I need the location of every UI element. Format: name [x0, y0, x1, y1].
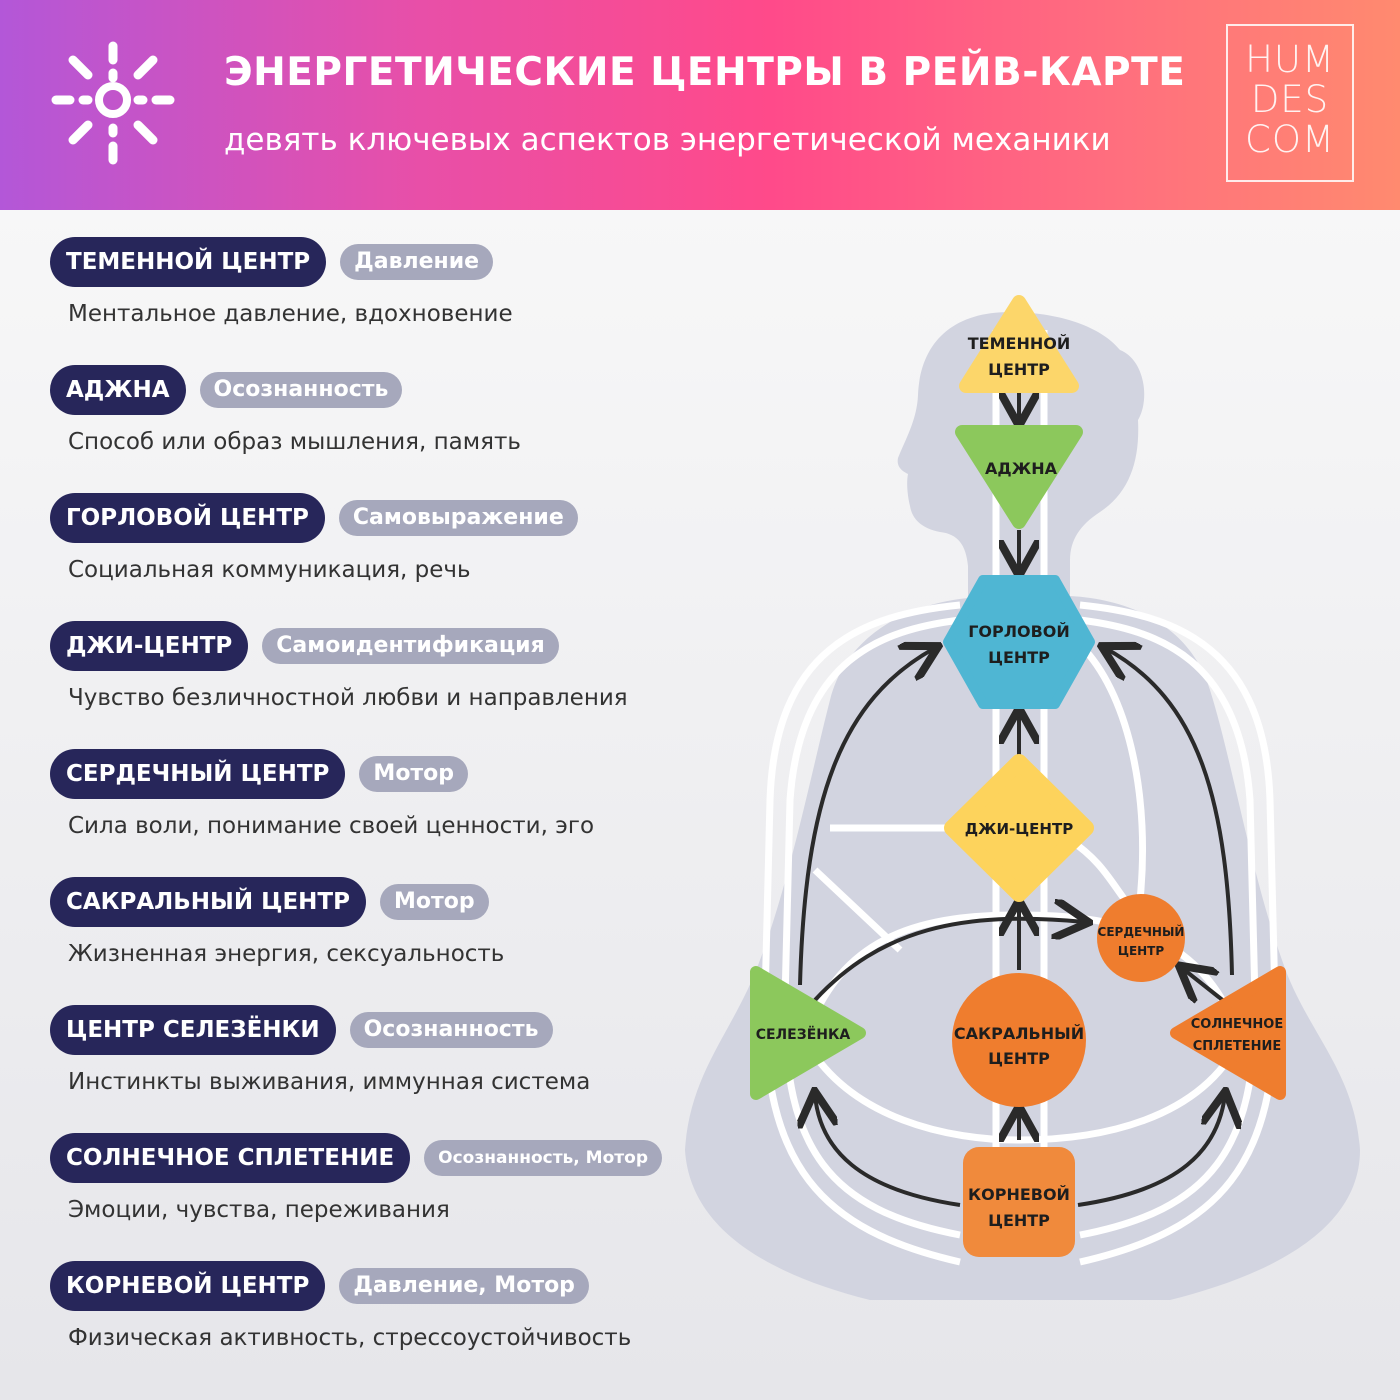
heart-center: СЕРДЕЧНЫЙ ЦЕНТР	[1097, 894, 1185, 982]
center-name: ГОРЛОВОЙ ЦЕНТР	[50, 493, 325, 543]
root-label: КОРНЕВОЙ	[968, 1185, 1070, 1204]
brand-line: DES	[1250, 78, 1330, 121]
center-name: КОРНЕВОЙ ЦЕНТР	[50, 1261, 326, 1311]
center-desc: Способ или образ мышления, память	[68, 429, 521, 455]
center-desc: Физическая активность, стрессоустойчивос…	[68, 1325, 632, 1351]
center-item-root: КОРНЕВОЙ ЦЕНТР Давление, Мотор Физическа…	[50, 1261, 631, 1351]
center-name: ДЖИ-ЦЕНТР	[50, 621, 249, 671]
center-tag: Самоидентификация	[262, 628, 559, 664]
center-item-heart: СЕРДЕЧНЫЙ ЦЕНТР Мотор Сила воли, пониман…	[50, 749, 594, 839]
center-item-throat: ГОРЛОВОЙ ЦЕНТР Самовыражение Социальная …	[50, 493, 578, 583]
heart-label: СЕРДЕЧНЫЙ	[1098, 924, 1185, 939]
center-tag: Самовыражение	[338, 500, 578, 536]
brand-line: COM	[1245, 118, 1335, 161]
solar-label: СПЛЕТЕНИЕ	[1193, 1039, 1282, 1054]
page-subtitle: девять ключевых аспектов энергетической …	[224, 122, 1111, 158]
center-desc: Эмоции, чувства, переживания	[68, 1197, 450, 1223]
head-label: ТЕМЕННОЙ	[968, 334, 1070, 353]
brand-logo: HUM DES COM	[1226, 24, 1354, 182]
head-center: ТЕМЕННОЙ ЦЕНТР	[959, 295, 1079, 393]
center-item-g: ДЖИ-ЦЕНТР Самоидентификация Чувство безл…	[50, 621, 628, 711]
g-label: ДЖИ-ЦЕНТР	[965, 820, 1073, 838]
center-desc: Сила воли, понимание своей ценности, эго	[68, 813, 595, 839]
ajna-center: АДЖНА	[955, 425, 1083, 529]
throat-label: ЦЕНТР	[988, 648, 1050, 667]
brand-line: HUM	[1245, 38, 1335, 81]
heart-label: ЦЕНТР	[1118, 944, 1165, 958]
center-tag: Осознанность, Мотор	[424, 1140, 662, 1176]
sacral-label: САКРАЛЬНЫЙ	[954, 1024, 1084, 1043]
center-desc: Социальная коммуникация, речь	[68, 557, 471, 583]
spleen-label: СЕЛЕЗЁНКА	[756, 1026, 851, 1043]
center-desc: Ментальное давление, вдохновение	[68, 301, 513, 327]
center-tag: Давление, Мотор	[339, 1268, 589, 1304]
center-desc: Инстинкты выживания, иммунная система	[68, 1069, 591, 1095]
center-item-head: ТЕМЕННОЙ ЦЕНТР Давление Ментальное давле…	[50, 237, 513, 327]
center-tag: Осознанность	[199, 372, 403, 408]
ajna-label: АДЖНА	[985, 459, 1058, 478]
center-name: ЦЕНТР СЕЛЕЗЁНКИ	[50, 1005, 336, 1055]
center-desc: Чувство безличностной любви и направлени…	[68, 685, 628, 711]
center-name: АДЖНА	[50, 365, 186, 415]
center-item-sacral: САКРАЛЬНЫЙ ЦЕНТР Мотор Жизненная энергия…	[50, 877, 504, 967]
center-name: ТЕМЕННОЙ ЦЕНТР	[50, 237, 327, 287]
root-center: КОРНЕВОЙ ЦЕНТР	[963, 1147, 1075, 1257]
solar-plexus-center: СОЛНЕЧНОЕ СПЛЕТЕНИЕ	[1170, 966, 1286, 1100]
center-tag: Мотор	[379, 884, 489, 920]
center-tag: Давление	[340, 244, 494, 280]
center-item-solar: СОЛНЕЧНОЕ СПЛЕТЕНИЕ Осознанность, Мотор …	[50, 1133, 662, 1223]
channel-arrows	[800, 390, 1232, 1207]
root-label: ЦЕНТР	[988, 1211, 1050, 1230]
sacral-label: ЦЕНТР	[988, 1049, 1050, 1068]
center-name: САКРАЛЬНЫЙ ЦЕНТР	[50, 877, 366, 927]
center-tag: Осознанность	[349, 1012, 553, 1048]
center-item-spleen: ЦЕНТР СЕЛЕЗЁНКИ Осознанность Инстинкты в…	[50, 1005, 590, 1095]
spleen-center: СЕЛЕЗЁНКА	[750, 966, 866, 1100]
head-label: ЦЕНТР	[988, 360, 1050, 379]
throat-center: ГОРЛОВОЙ ЦЕНТР	[943, 575, 1095, 709]
throat-label: ГОРЛОВОЙ	[968, 622, 1070, 641]
page-title: ЭНЕРГЕТИЧЕСКИЕ ЦЕНТРЫ В РЕЙВ-КАРТЕ	[224, 50, 1186, 95]
center-desc: Жизненная энергия, сексуальность	[68, 941, 505, 967]
sun-rays-icon	[51, 41, 175, 165]
center-tag: Мотор	[359, 756, 469, 792]
header-banner: ЭНЕРГЕТИЧЕСКИЕ ЦЕНТРЫ В РЕЙВ-КАРТЕ девят…	[0, 0, 1400, 210]
g-center: ДЖИ-ЦЕНТР	[944, 754, 1094, 902]
center-name: СЕРДЕЧНЫЙ ЦЕНТР	[50, 749, 346, 799]
center-name: СОЛНЕЧНОЕ СПЛЕТЕНИЕ	[50, 1133, 411, 1183]
center-item-ajna: АДЖНА Осознанность Способ или образ мышл…	[50, 365, 521, 455]
sacral-center: САКРАЛЬНЫЙ ЦЕНТР	[952, 973, 1086, 1107]
solar-label: СОЛНЕЧНОЕ	[1191, 1017, 1283, 1032]
